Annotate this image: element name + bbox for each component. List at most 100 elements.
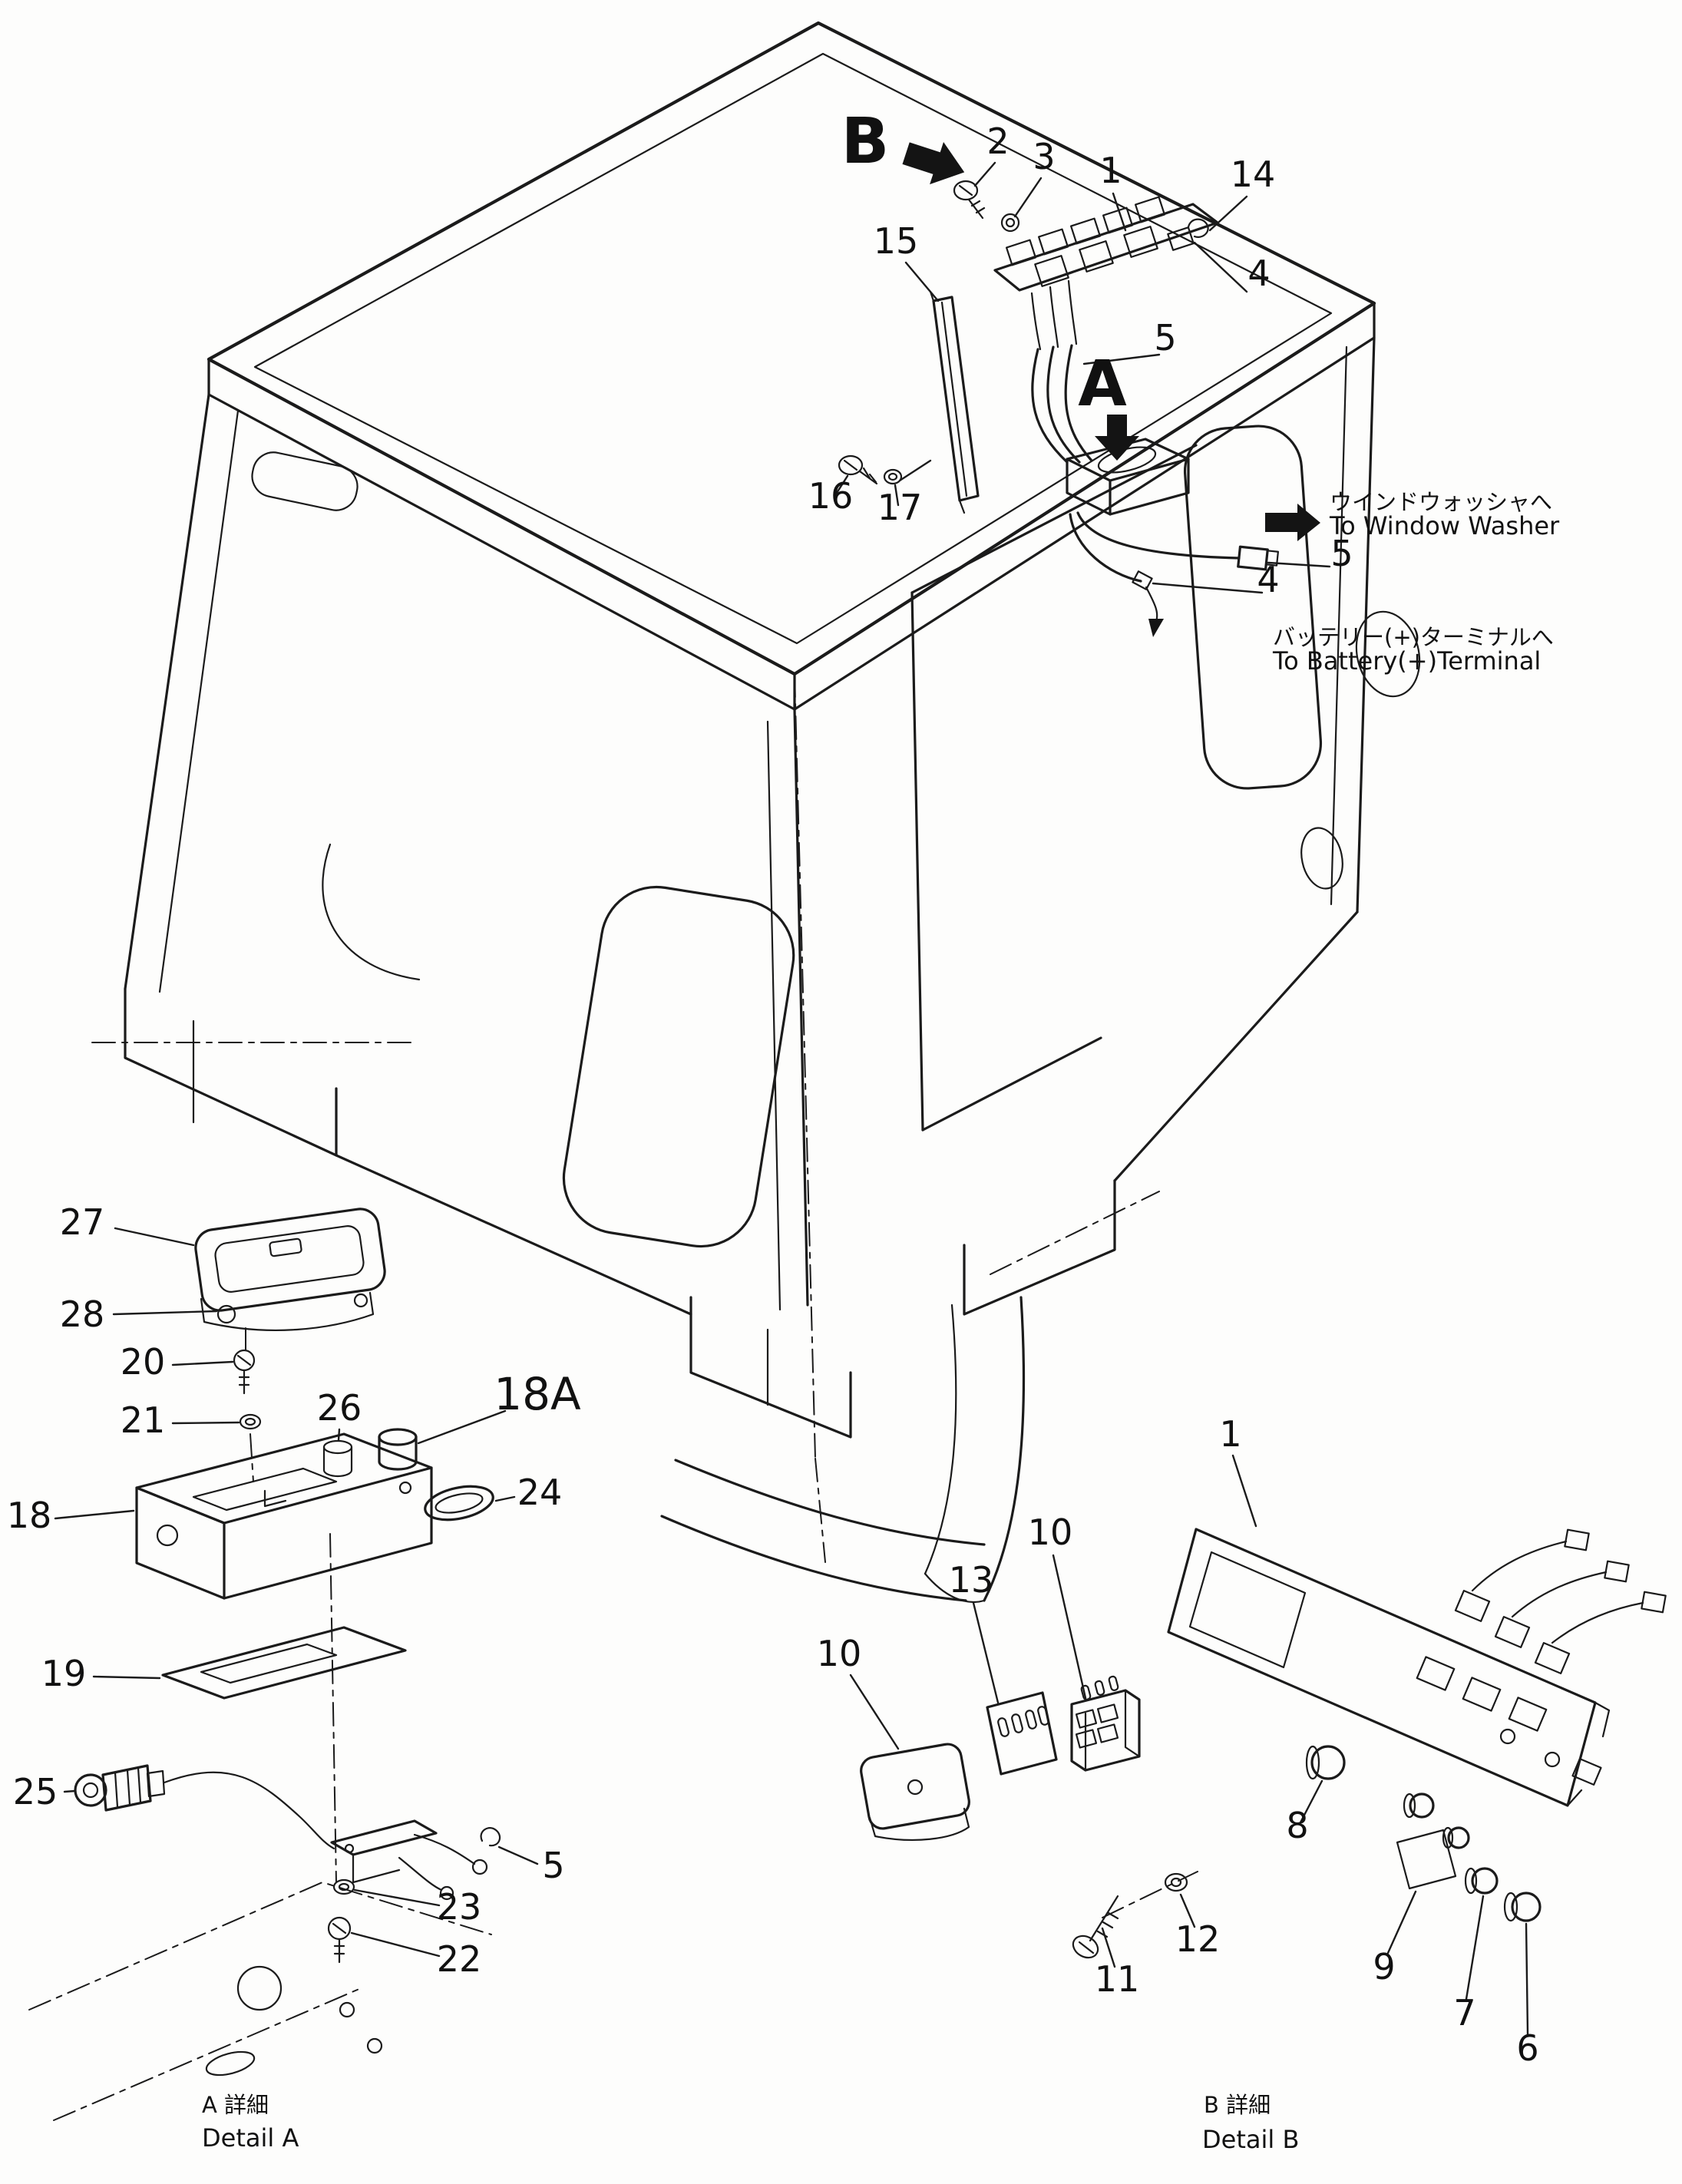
leader-13 bbox=[972, 1601, 1000, 1704]
cover-10-depth bbox=[868, 1807, 970, 1841]
lighter-25-knob-center bbox=[82, 1782, 99, 1799]
cab-left-inner-edge bbox=[158, 409, 240, 993]
callout-6: 6 bbox=[1516, 2027, 1538, 2069]
leader-22 bbox=[350, 1931, 441, 1958]
callout-17: 17 bbox=[877, 487, 923, 528]
door-sill bbox=[921, 1036, 1102, 1132]
lower-body-right-edge bbox=[983, 1296, 1026, 1602]
washer-3 bbox=[1000, 213, 1020, 233]
cab-left-slot bbox=[251, 451, 359, 511]
washer-17-hole bbox=[887, 472, 898, 481]
callout-20: 20 bbox=[121, 1341, 166, 1383]
leader-12 bbox=[1179, 1893, 1196, 1928]
callout-15: 15 bbox=[874, 220, 919, 262]
washer-17 bbox=[883, 468, 903, 485]
grommet-24-inner bbox=[435, 1492, 484, 1514]
part-18a-body bbox=[378, 1436, 418, 1471]
knob bbox=[1409, 1792, 1435, 1819]
washer-direction-arrow-icon bbox=[1265, 504, 1320, 541]
ashtray-hole-28 bbox=[216, 1304, 236, 1324]
cab-left-foot bbox=[124, 987, 338, 1157]
floor-outline-top bbox=[28, 1881, 492, 2011]
leader-10-block bbox=[1052, 1554, 1087, 1700]
part-26-body bbox=[322, 1446, 353, 1478]
leader-15 bbox=[904, 261, 940, 302]
knob bbox=[1447, 1826, 1470, 1849]
panel-connector bbox=[1102, 207, 1134, 234]
leader-4-lower bbox=[1152, 582, 1264, 594]
part-26-top bbox=[322, 1439, 353, 1455]
battery-arrowhead-icon bbox=[1148, 619, 1164, 637]
wiring-harness bbox=[1030, 279, 1280, 637]
callout-2: 2 bbox=[986, 121, 1009, 162]
housing-18-top bbox=[135, 1432, 433, 1525]
screw-16-head bbox=[838, 454, 864, 476]
clip-5 bbox=[480, 1827, 501, 1847]
cover-10-hole bbox=[907, 1779, 924, 1796]
housing-18-inner-bracket bbox=[263, 1489, 287, 1508]
knob-side bbox=[1442, 1826, 1454, 1849]
ashtray-latch bbox=[269, 1237, 302, 1257]
lower-body-inner-edge bbox=[924, 1303, 957, 1575]
harness-wire bbox=[1046, 345, 1081, 464]
callout-4-upper: 4 bbox=[1247, 253, 1270, 294]
lighter-25-body bbox=[101, 1764, 152, 1812]
screw-20-shaft bbox=[236, 1354, 252, 1395]
floor-outline-bottom bbox=[53, 1987, 362, 2121]
leader-28 bbox=[112, 1310, 218, 1316]
knob-7-side bbox=[1464, 1867, 1478, 1895]
fuse bbox=[1094, 1680, 1105, 1696]
leader-17 bbox=[894, 484, 900, 507]
callout-11: 11 bbox=[1095, 1958, 1140, 2000]
plate-9 bbox=[1396, 1829, 1457, 1890]
cab-corner-feature bbox=[1300, 827, 1343, 890]
screw-2-head bbox=[953, 180, 979, 201]
cab-right-edge bbox=[1356, 336, 1376, 914]
washer-12-hole bbox=[1170, 1877, 1182, 1888]
leader-23 bbox=[353, 1888, 441, 1907]
lighter-25-knob bbox=[74, 1773, 107, 1807]
pigtail-connector bbox=[1494, 1615, 1531, 1649]
callout-26: 26 bbox=[317, 1387, 362, 1429]
leader-14 bbox=[1208, 195, 1248, 232]
panel-component bbox=[1462, 1677, 1502, 1712]
ashtray-body bbox=[194, 1208, 386, 1312]
detail-a-assembly bbox=[28, 1208, 501, 2121]
grommet-24-outer bbox=[424, 1485, 494, 1522]
leader-5a bbox=[497, 1845, 539, 1865]
detail-a-leaders bbox=[54, 1227, 539, 1958]
lower-sill-bottom bbox=[660, 1515, 967, 1602]
callout-8: 8 bbox=[1286, 1805, 1308, 1846]
bracket-right-face bbox=[1109, 458, 1190, 516]
leader-3 bbox=[1013, 177, 1043, 218]
fuse bbox=[1011, 1713, 1023, 1733]
annotation-battery-en: To Battery(+)Terminal bbox=[1272, 646, 1541, 676]
pigtail-end bbox=[1564, 1528, 1590, 1551]
knob-8-side bbox=[1305, 1745, 1320, 1780]
cab-panel-feature-line bbox=[322, 843, 421, 981]
knob-6-side bbox=[1503, 1892, 1518, 1922]
detail-a-axis-lines bbox=[245, 1327, 337, 1883]
callout-12: 12 bbox=[1175, 1918, 1221, 1960]
callout-18a: 18A bbox=[494, 1368, 581, 1420]
leader-8 bbox=[1299, 1779, 1323, 1824]
panel-connector bbox=[1037, 228, 1069, 256]
ashtray-lid bbox=[214, 1225, 365, 1293]
lighter-25-ribs bbox=[114, 1766, 142, 1809]
cab-roof-left-band bbox=[207, 358, 796, 711]
cab-front-pillar-inner bbox=[766, 720, 782, 1311]
cab-roof-inner-line bbox=[253, 52, 1333, 645]
housing-18-cutout bbox=[192, 1467, 338, 1512]
pigtail-connector bbox=[1534, 1641, 1571, 1675]
fuse bbox=[1025, 1710, 1037, 1730]
leader-9 bbox=[1386, 1890, 1417, 1954]
leader-b1 bbox=[1231, 1454, 1257, 1528]
fuse bbox=[1108, 1675, 1119, 1691]
clip-14 bbox=[1187, 218, 1209, 238]
panel-relay bbox=[1079, 240, 1114, 273]
detail-b-assembly bbox=[860, 1528, 1667, 1959]
pigtail-end bbox=[1604, 1560, 1630, 1583]
cab-structure bbox=[91, 21, 1421, 1604]
annotation-washer-en: To Window Washer bbox=[1329, 511, 1560, 540]
